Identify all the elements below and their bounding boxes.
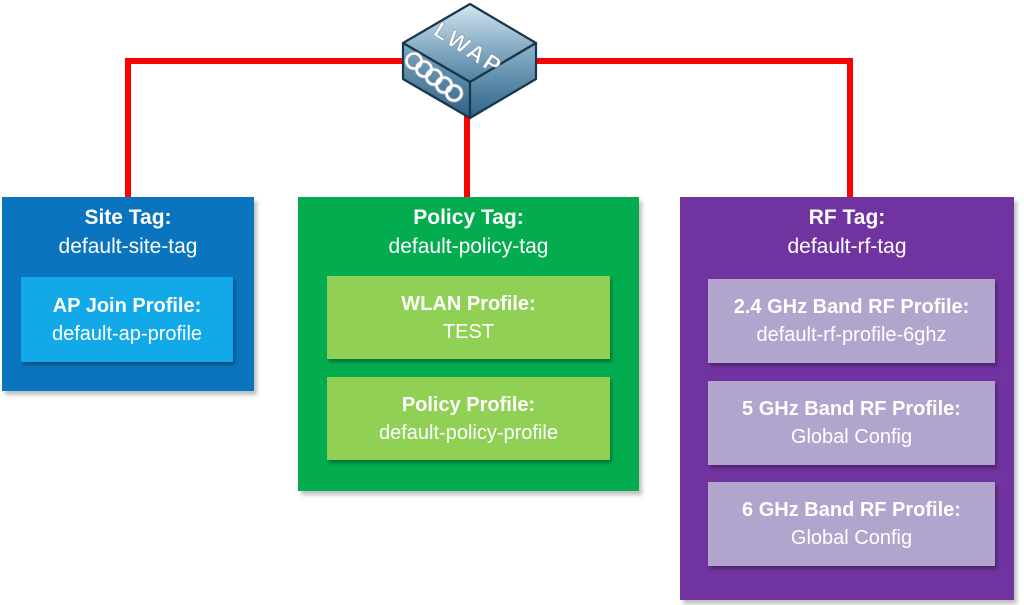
rf-profile-6ghz-box: 6 GHz Band RF Profile: Global Config	[708, 482, 995, 566]
ap-join-profile-value: default-ap-profile	[51, 322, 203, 345]
rf-profile-6ghz-title: 6 GHz Band RF Profile:	[742, 499, 961, 521]
policy-profile-box: Policy Profile: default-policy-profile	[327, 377, 610, 460]
rf-profile-6ghz-value: Global Config	[790, 527, 913, 549]
site-tag-box: Site Tag: default-site-tag AP Join Profi…	[2, 197, 254, 391]
policy-tag-title: Policy Tag:	[413, 206, 524, 229]
lwap-right-face	[468, 41, 538, 120]
rf-profile-5ghz-value: Global Config	[790, 426, 913, 448]
site-tag-value: default-site-tag	[58, 235, 198, 258]
wlan-profile-box: WLAN Profile: TEST	[327, 276, 610, 359]
rf-profile-24ghz-value: default-rf-profile-6ghz	[756, 324, 947, 346]
policy-profile-title: Policy Profile:	[401, 393, 536, 416]
site-tag-title: Site Tag:	[84, 206, 172, 229]
wlan-profile-value: TEST	[442, 320, 495, 343]
rf-tag-title: RF Tag:	[808, 206, 886, 229]
rf-tag-box: RF Tag: default-rf-tag 2.4 GHz Band RF P…	[680, 197, 1014, 600]
rf-profile-5ghz-title: 5 GHz Band RF Profile:	[742, 398, 961, 420]
rf-profile-5ghz-box: 5 GHz Band RF Profile: Global Config	[708, 381, 995, 465]
rf-profile-24ghz-box: 2.4 GHz Band RF Profile: default-rf-prof…	[708, 279, 995, 363]
rf-tag-value: default-rf-tag	[787, 235, 907, 258]
policy-tag-header: Policy Tag: default-policy-tag	[298, 197, 639, 261]
rf-tag-header: RF Tag: default-rf-tag	[680, 197, 1014, 261]
ap-join-profile-title: AP Join Profile:	[52, 294, 202, 317]
coil-icon	[404, 51, 464, 103]
policy-tag-value: default-policy-tag	[388, 235, 549, 258]
site-tag-header: Site Tag: default-site-tag	[2, 197, 254, 261]
rf-profile-24ghz-title: 2.4 GHz Band RF Profile:	[733, 296, 970, 318]
lwap-device-icon: LWAP	[401, 2, 538, 120]
policy-profile-value: default-policy-profile	[379, 421, 558, 444]
ap-join-profile-box: AP Join Profile: default-ap-profile	[21, 277, 233, 362]
policy-tag-box: Policy Tag: default-policy-tag WLAN Prof…	[298, 197, 639, 491]
wlan-profile-title: WLAN Profile:	[401, 292, 536, 315]
